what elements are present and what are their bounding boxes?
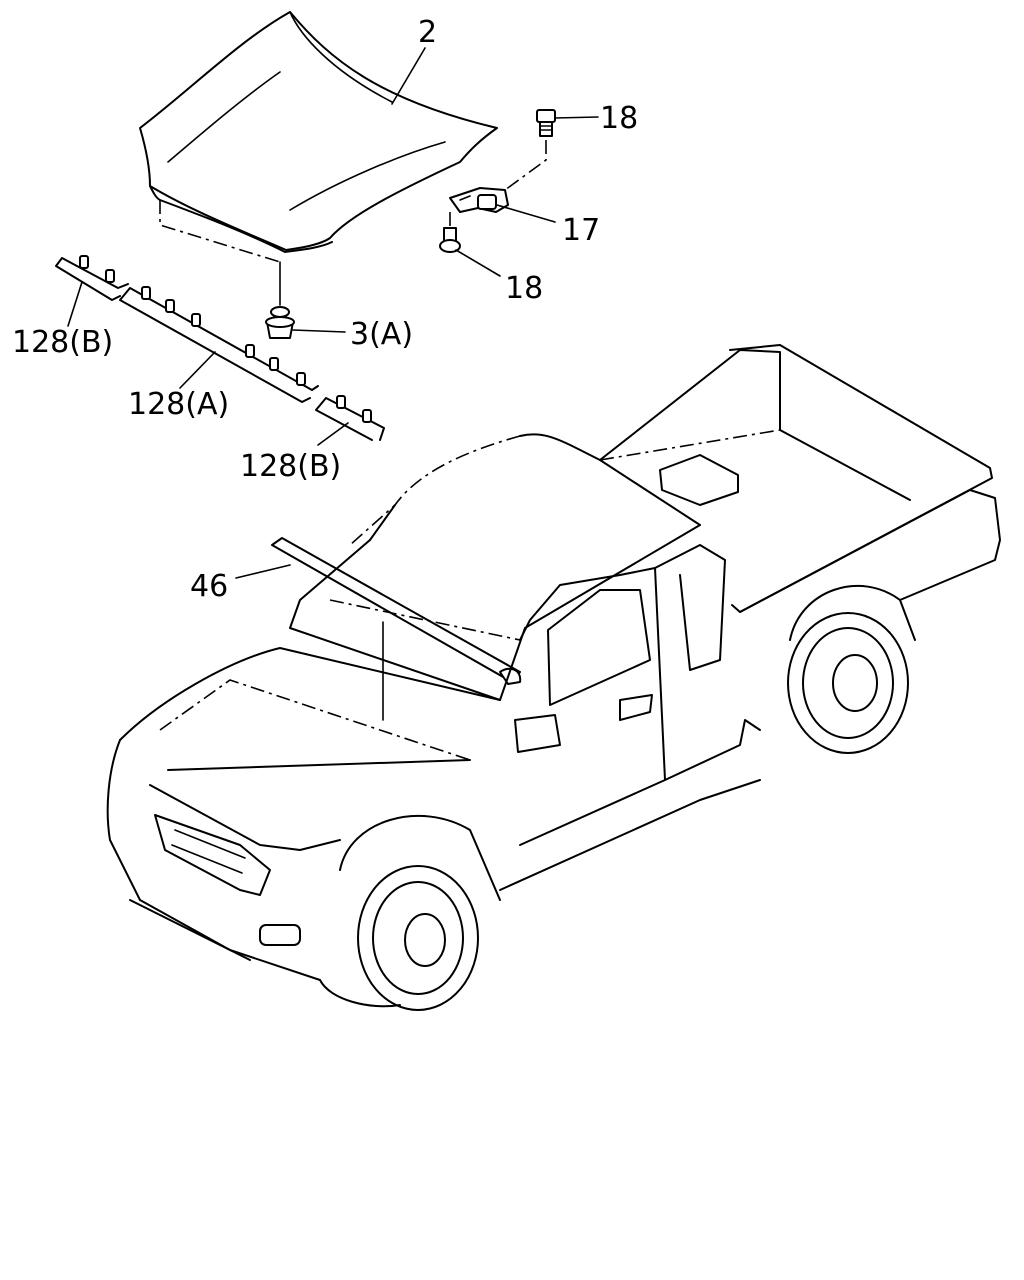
- truck-bed: [729, 344, 993, 613]
- fog-lamp: [259, 924, 301, 946]
- callout-128a-leader: [179, 351, 216, 389]
- cab-roof-dash: [349, 435, 521, 546]
- callout-2-label: 2: [418, 15, 437, 50]
- callout-128b-right-label: 128(B): [240, 449, 341, 484]
- callout-2-leader: [391, 47, 426, 105]
- hood-bolt-upper: [536, 109, 556, 137]
- seal-strip-right-b: [315, 395, 385, 441]
- hood-hinge: [449, 187, 509, 213]
- grille: [154, 814, 271, 896]
- callout-46-label: 46: [190, 569, 228, 604]
- hood-bolt-lower: [439, 227, 461, 253]
- side-mirror: [514, 714, 561, 753]
- hood-panel: [139, 11, 498, 253]
- seal-strip-center-a: [119, 286, 319, 403]
- callout-3a-label: 3(A): [350, 317, 413, 352]
- callout-128a-label: 128(A): [128, 387, 229, 422]
- callout-128b-right-leader: [317, 422, 349, 446]
- callout-46-leader: [235, 564, 291, 579]
- pickup-truck: [106, 344, 1001, 1011]
- callout-3a-leader: [292, 329, 346, 333]
- callout-17-label: 17: [562, 213, 600, 248]
- callout-18-lower-leader: [455, 249, 501, 277]
- front-fascia: [106, 739, 321, 981]
- hood-leader-dash: [159, 200, 281, 263]
- windshield: [289, 524, 701, 701]
- callout-18-lower-label: 18: [505, 271, 543, 306]
- callout-18-upper-leader: [554, 116, 599, 119]
- callout-17-leader: [496, 204, 556, 223]
- rear-wheel: [787, 612, 909, 754]
- bolt-upper-axis: [504, 140, 547, 191]
- weatherstrip: [271, 537, 522, 685]
- callout-128b-left-label: 128(B): [12, 325, 113, 360]
- seal-strip-left-b: [55, 255, 129, 301]
- front-wheel: [357, 865, 479, 1011]
- hood-bumper-rubber: [265, 306, 295, 339]
- callout-18-upper-label: 18: [600, 101, 638, 136]
- callout-128b-left-leader: [67, 281, 83, 327]
